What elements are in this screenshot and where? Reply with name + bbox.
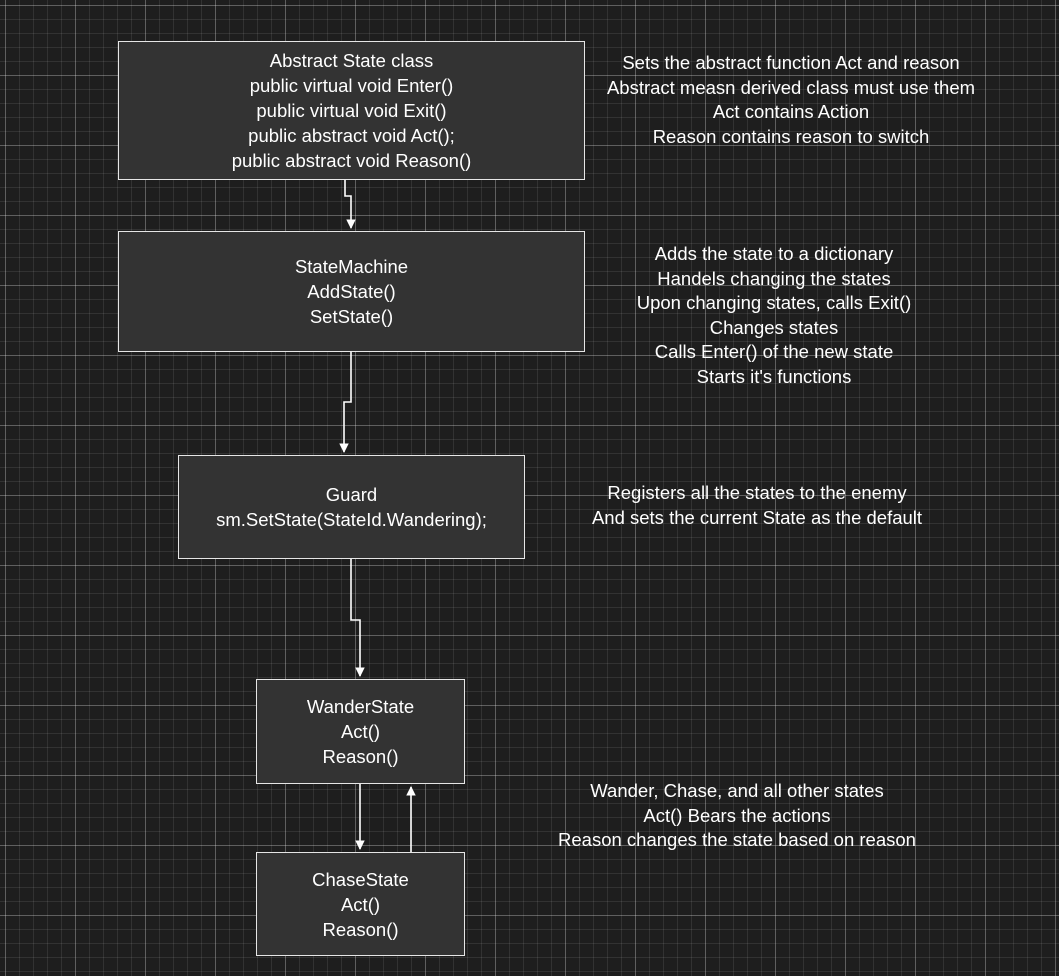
note-line: Act contains Action [712, 101, 870, 122]
node-line: sm.SetState(StateId.Wandering); [216, 509, 487, 530]
guard-node[interactable]: Guard sm.SetState(StateId.Wandering); [178, 455, 525, 559]
node-line: public abstract void Act(); [248, 125, 455, 146]
note-line: Wander, Chase, and all other states [590, 780, 884, 801]
node-line: AddState() [307, 281, 396, 302]
note-line: Starts it's functions [696, 365, 852, 387]
note-line: Abstract measn derived class must use th… [606, 76, 976, 98]
node-line: public virtual void Enter() [249, 75, 454, 96]
note-line: Sets the abstract function Act and reaso… [622, 52, 960, 73]
note-line: Registers all the states to the enemy [607, 482, 907, 503]
note-line: Act() Bears the actions [643, 804, 831, 826]
node-line: public virtual void Exit() [256, 100, 447, 121]
node-line: Act() [340, 893, 381, 915]
node-line: public abstract void Reason() [231, 150, 472, 171]
abstract-state-node[interactable]: Abstract State class public virtual void… [118, 41, 585, 180]
note-line: Reason contains reason to switch [652, 125, 930, 147]
chase-state-node[interactable]: ChaseState Act() Reason() [256, 852, 465, 956]
node-line: Act() [340, 721, 381, 742]
abstract-state-note: Sets the abstract function Act and reaso… [571, 51, 1011, 149]
states-note: Wander, Chase, and all other states Act(… [517, 779, 957, 853]
edge-statemachine-to-guard [339, 352, 352, 453]
state-machine-node[interactable]: StateMachine AddState() SetState() [118, 231, 585, 352]
note-line: Calls Enter() of the new state [654, 341, 894, 362]
guard-note: Registers all the states to the enemy An… [547, 481, 967, 530]
note-line: Handels changing the states [657, 267, 891, 289]
note-line: Upon changing states, calls Exit() [636, 292, 912, 313]
wander-state-node[interactable]: WanderState Act() Reason() [256, 679, 465, 784]
node-line: StateMachine [294, 256, 409, 277]
node-line: Guard [325, 484, 378, 505]
edge-abstract-to-statemachine [344, 180, 356, 229]
note-line: Reason changes the state based on reason [558, 829, 916, 850]
node-line: WanderState [306, 696, 415, 717]
state-machine-note: Adds the state to a dictionary Handels c… [594, 242, 954, 389]
node-line: SetState() [309, 306, 394, 327]
node-line: ChaseState [312, 868, 409, 890]
note-line: And sets the current State as the defaul… [591, 506, 923, 528]
node-line: Abstract State class [269, 50, 434, 71]
node-line: Reason() [322, 746, 399, 767]
note-line: Adds the state to a dictionary [654, 243, 894, 264]
edge-guard-to-wanderstate [350, 558, 365, 677]
node-line: Reason() [322, 918, 399, 940]
note-line: Changes states [709, 316, 839, 338]
